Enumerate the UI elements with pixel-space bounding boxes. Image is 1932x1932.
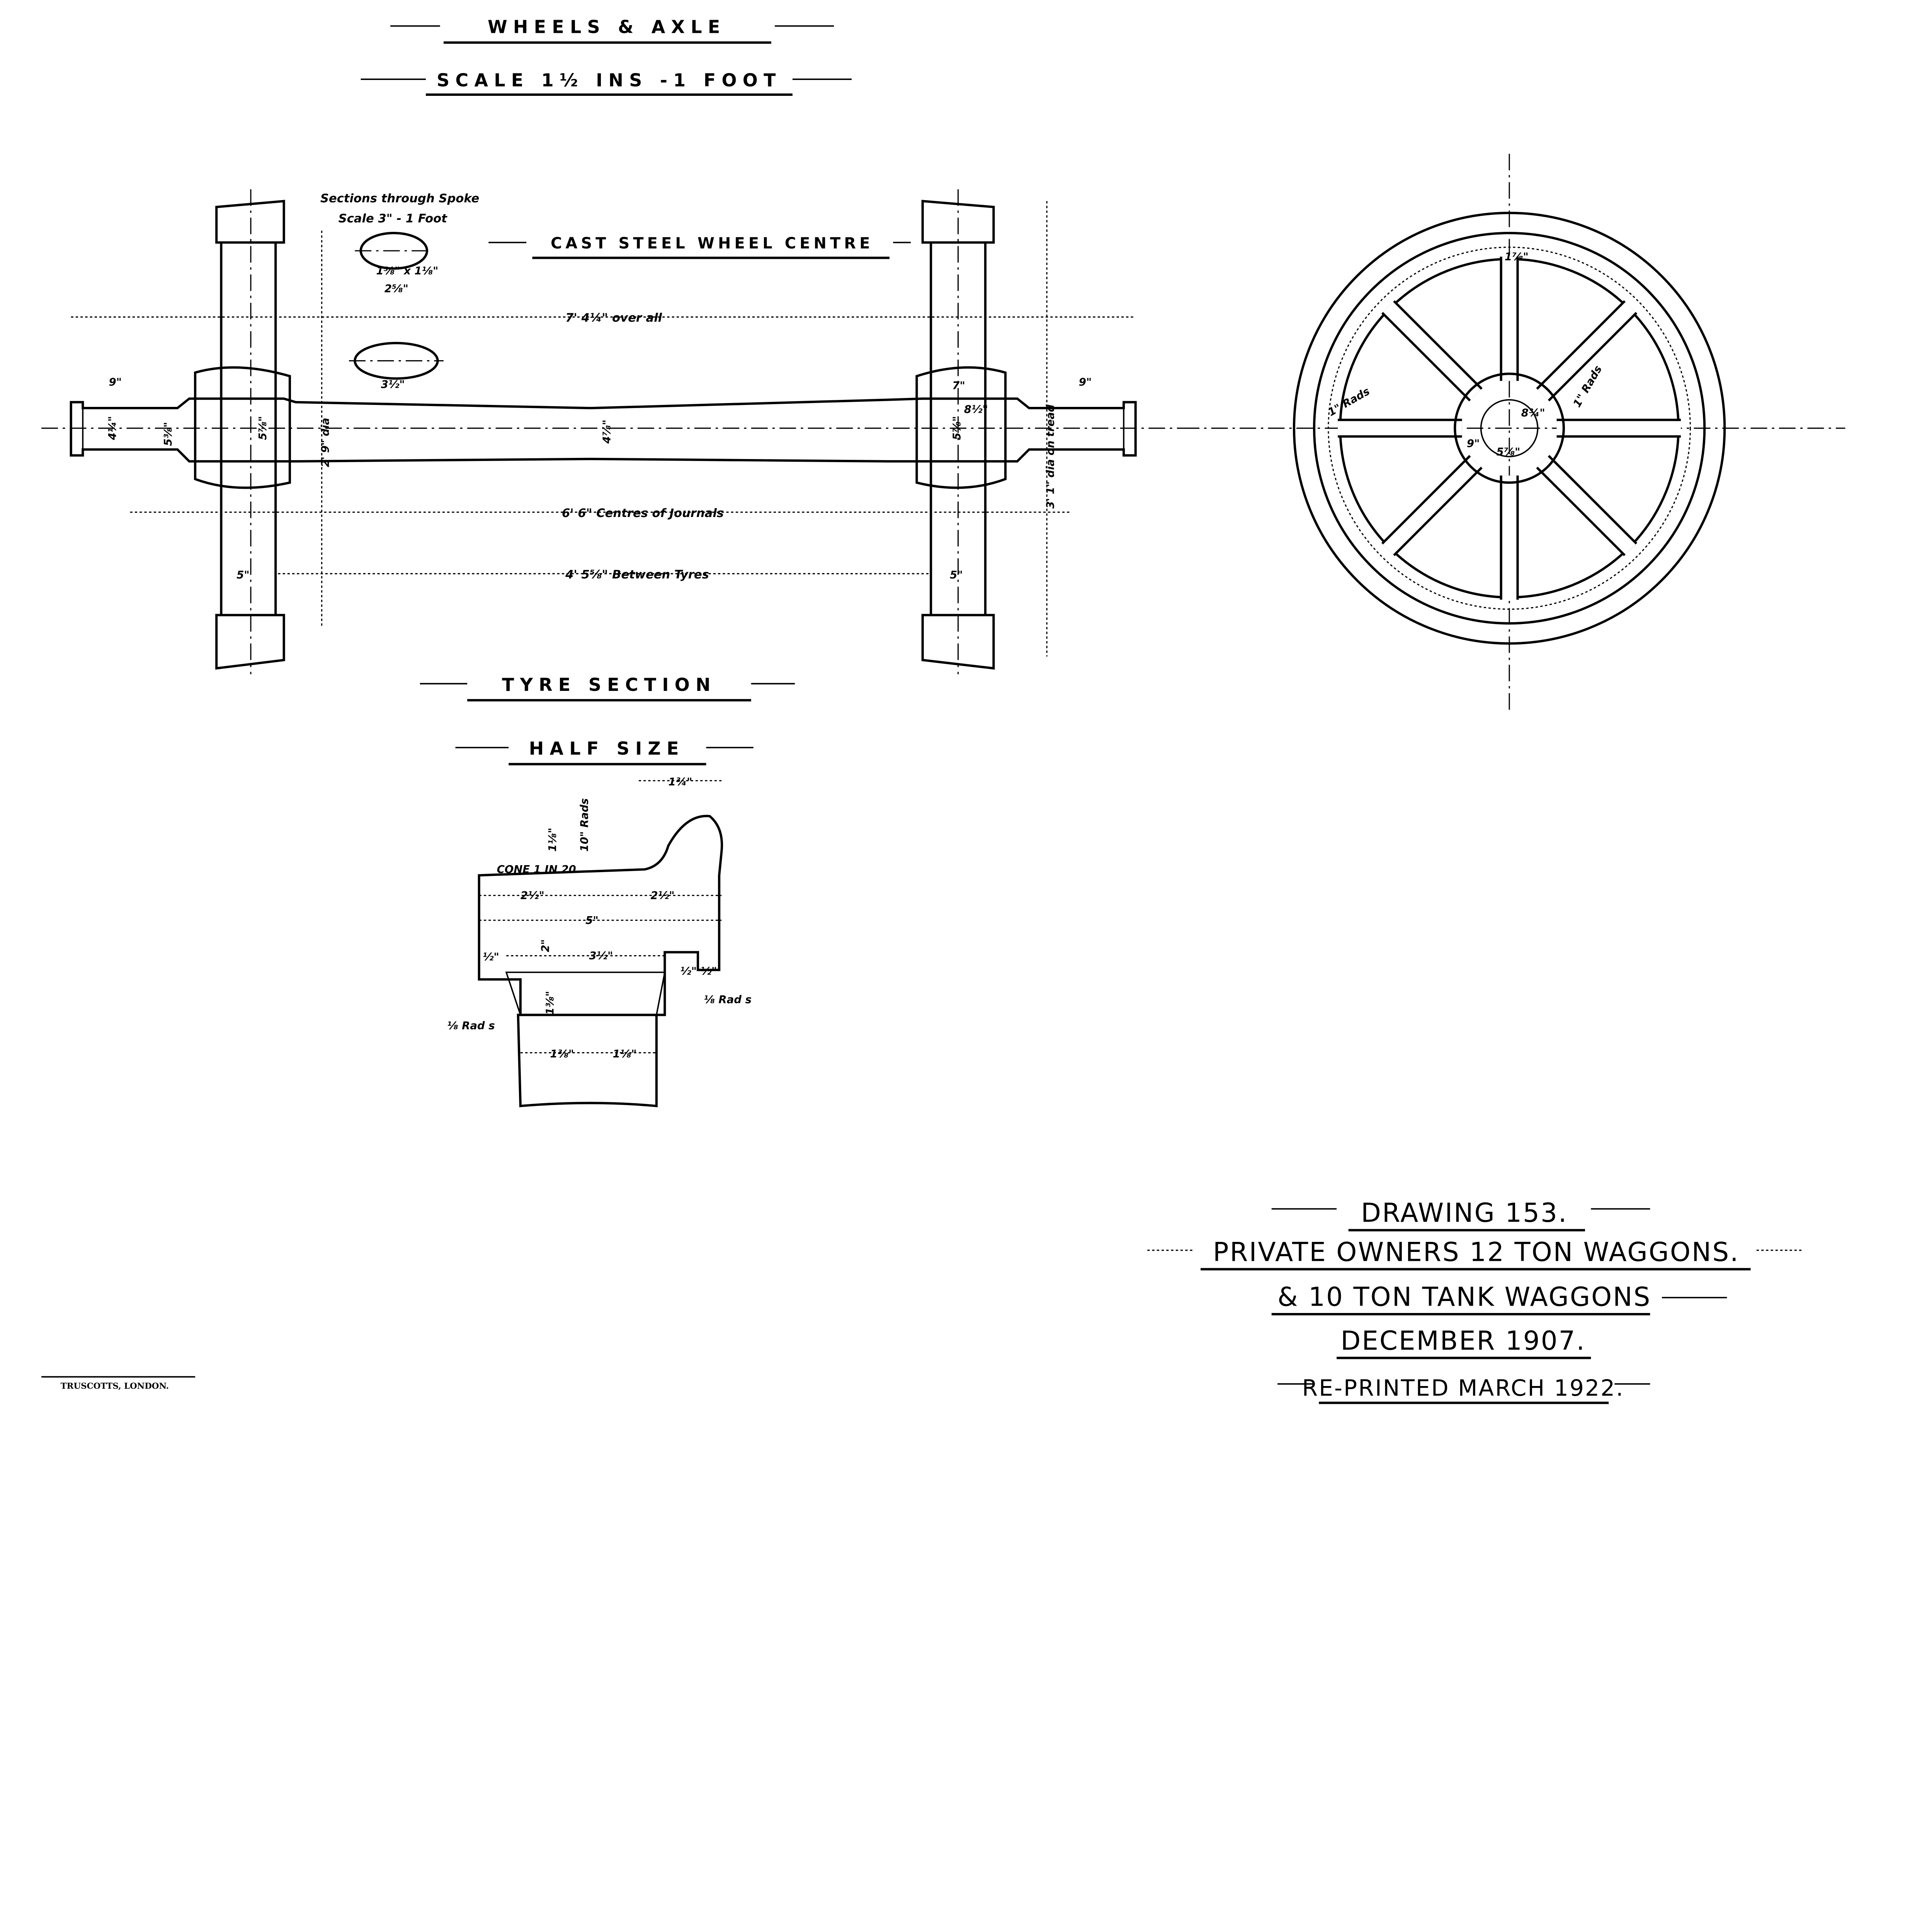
axle-mid-label: 4⅞": [601, 420, 613, 444]
heading-cast-steel: CAST STEEL WHEEL CENTRE: [488, 235, 911, 259]
dimension-journals: 6' 6" Centres of Journals: [130, 507, 1071, 520]
hub-dia-label: 8¾": [1521, 407, 1545, 419]
journals-label: 6' 6" Centres of Journals: [562, 507, 724, 520]
cast-steel-title: CAST STEEL WHEEL CENTRE: [551, 235, 874, 252]
spoke-base-label: 3½": [381, 378, 405, 391]
rads10-label: 10" Rads: [578, 798, 590, 852]
tyre-dim: 2½": [651, 889, 675, 902]
heading-half-size: HALF SIZE: [455, 738, 754, 765]
title-line-1: PRIVATE OWNERS 12 TON WAGGONS.: [1213, 1236, 1740, 1267]
wheel-spoke: [1383, 302, 1481, 400]
title-block: DRAWING 153. PRIVATE OWNERS 12 TON WAGGO…: [1147, 1197, 1804, 1404]
tyre-dim: ½" ½": [680, 965, 717, 977]
spoke-sections-label: Sections through Spoke: [320, 192, 479, 205]
reprint-date: RE-PRINTED MARCH 1922.: [1302, 1375, 1624, 1401]
boss-label: 7": [952, 379, 965, 392]
spoke-width2-label: 2⅝": [384, 282, 408, 295]
flange-label: 1¾": [668, 776, 692, 788]
half-size-title: HALF SIZE: [529, 738, 685, 759]
dimension-between-tyres: 4' 5⅝" Between Tyres: [278, 568, 929, 582]
tyre-dim: 1⅜": [544, 991, 556, 1015]
spoke-scale-label: Scale 3" - 1 Foot: [338, 212, 448, 226]
tread-dia-label: 3' 1" dia on tread: [1044, 405, 1057, 509]
tyre-dim: 3½": [589, 950, 613, 962]
web-right-label: 5": [950, 569, 963, 581]
hub-left-label: 5⅞": [257, 416, 269, 440]
hub-bore-label: 5⅞": [1496, 446, 1520, 458]
journal-dia-label: 4¼": [106, 416, 119, 440]
printer-imprint: TRUSCOTTS, LONDON.: [61, 1381, 169, 1391]
spoke-thk-label: 1⅞": [1505, 250, 1529, 263]
collar-label: 5⅜": [162, 422, 174, 446]
title-line-2: & 10 TON TANK WAGGONS: [1277, 1282, 1651, 1312]
tyre-section-title: TYRE SECTION: [502, 674, 716, 695]
wheels-axle-title: WHEELS & AXLE: [488, 17, 726, 37]
tyre-dim: 1⅜": [550, 1048, 574, 1060]
tyre-dim: 2": [539, 939, 551, 952]
left-wheel-section: [194, 189, 291, 674]
journal-len-right: 9": [1079, 376, 1092, 388]
wheel-spokes: [1338, 257, 1681, 600]
tyre-rads-right: ⅛ Rad s: [704, 993, 752, 1006]
spoke-width-label: 1⅝" x 1⅛": [376, 265, 438, 277]
tyre-profile: CONE 1 IN 20 1¾" 10" Rads 2½" 2½" 5" 3½"…: [447, 776, 752, 1107]
cone-label: CONE 1 IN 20: [497, 863, 576, 876]
heading-scale: SCALE 1½ INS -1 FOOT: [361, 70, 852, 96]
tyre-dim: 1⅛": [546, 828, 559, 852]
wheel-seat-label: 8½": [964, 403, 988, 415]
wheel-dia-label: 2' 9" dia: [319, 418, 332, 467]
wheel-spoke: [1537, 456, 1636, 555]
right-wheel-section: [915, 189, 1007, 674]
web-left-label: 5": [236, 569, 250, 581]
tyre-dim: 5": [585, 914, 599, 927]
over-all-label: 7' 4¼" over all: [565, 311, 662, 325]
tyre-dim: ½": [483, 951, 499, 963]
wheel-spoke: [1383, 456, 1481, 555]
tyre-dim: 1⅛": [613, 1048, 637, 1060]
wheel-elevation: 1" Rads 1" Rads 8¾" 9" 5⅞" 1⅞": [1183, 153, 1845, 710]
spoke-section-upper: 1⅝" x 1⅛" 2⅝": [355, 231, 439, 295]
tyre-dim: 2½": [520, 889, 544, 902]
journal-len-left: 9": [109, 376, 122, 388]
heading-wheels-axle: WHEELS & AXLE: [390, 17, 834, 44]
drawing-date: DECEMBER 1907.: [1340, 1325, 1586, 1356]
hub-9-label: 9": [1467, 437, 1480, 450]
dimension-over-all: 7' 4¼" over all: [71, 311, 1136, 325]
between-tyres-label: 4' 5⅝" Between Tyres: [565, 568, 709, 582]
axle: [70, 397, 1137, 463]
hub-right-label: 5⅞": [951, 416, 963, 440]
drawing-sheet: WHEELS & AXLE SCALE 1½ INS -1 FOOT CAST …: [41, 17, 1845, 1404]
scale-title: SCALE 1½ INS -1 FOOT: [437, 70, 782, 90]
heading-tyre-section: TYRE SECTION: [420, 674, 795, 702]
wheel-spoke: [1537, 302, 1636, 400]
tyre-rads-left: ⅛ Rad s: [447, 1019, 495, 1032]
spoke-section-lower: 3½": [349, 342, 444, 391]
drawing-number: DRAWING 153.: [1361, 1197, 1568, 1228]
